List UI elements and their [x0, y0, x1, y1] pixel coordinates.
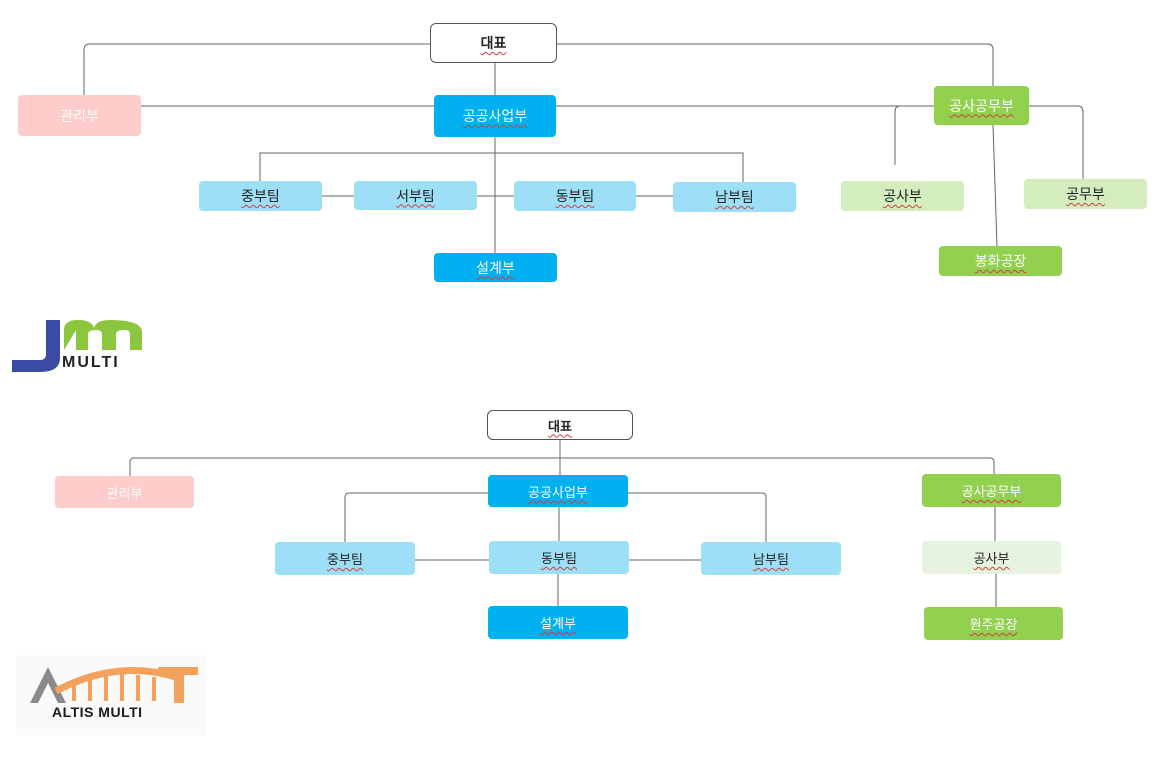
team-east-node: 동부팀: [514, 181, 636, 211]
team-central-node-2: 중부팀: [275, 542, 415, 575]
affairs-dept-node: 공무부: [1024, 179, 1147, 209]
jm-multi-logo: MULTI: [10, 316, 150, 376]
construction-dept-node: 공사부: [841, 181, 964, 211]
jm-multi-text: MULTI: [62, 354, 120, 371]
team-south-node: 남부팀: [673, 182, 796, 212]
jm-logo-mark: [12, 320, 144, 372]
altis-multi-text: ALTIS MULTI: [52, 704, 143, 720]
ceo-node-2: 대표: [487, 410, 633, 440]
bonghwa-factory-node: 봉화공장: [939, 246, 1062, 276]
admin-dept-node-2: 관리부: [55, 476, 194, 508]
team-south-node-2: 남부팀: [701, 542, 841, 575]
altis-logo-mark: [30, 667, 198, 703]
team-east-node-2: 동부팀: [489, 541, 629, 574]
public-business-dept-node-2: 공공사업부: [488, 475, 628, 507]
design-dept-node: 설계부: [434, 253, 557, 282]
ceo-node: 대표: [430, 23, 557, 63]
construction-business-dept-node-2: 공사공무부: [922, 474, 1061, 507]
team-central-node: 중부팀: [199, 181, 322, 211]
public-business-dept-node: 공공사업부: [434, 95, 556, 137]
admin-dept-node: 관리부: [18, 95, 141, 136]
construction-business-dept-node: 공사공무부: [934, 86, 1029, 125]
altis-multi-logo: ALTIS MULTI: [16, 655, 206, 735]
construction-dept-node-2: 공사부: [922, 541, 1061, 574]
wonju-factory-node: 원주공장: [924, 607, 1063, 640]
team-west-node: 서부팀: [354, 181, 477, 210]
design-dept-node-2: 설계부: [488, 606, 628, 639]
